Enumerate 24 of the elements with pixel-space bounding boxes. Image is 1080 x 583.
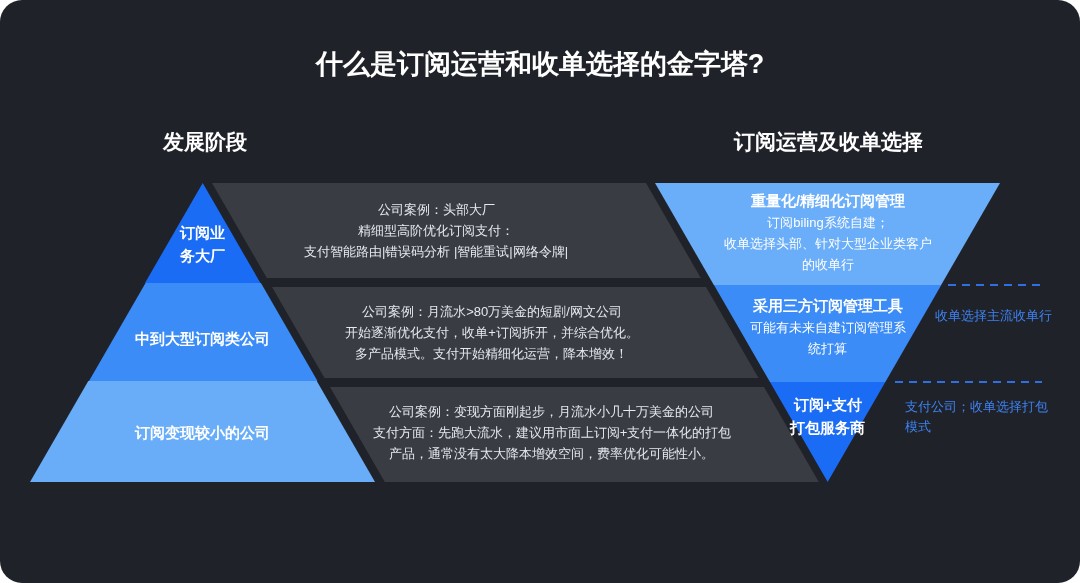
column-heading: 发展阶段: [162, 129, 248, 155]
layer-title: 订阅业务大厂: [179, 223, 227, 266]
title: 什么是订阅运营和收单选择的金字塔?: [314, 48, 766, 81]
layer-title: 重量化/精细化订阅管理: [750, 191, 906, 211]
layer-text: 订阅biling系统自建；: [767, 214, 889, 232]
description-text: 支付智能路由|错误码分析 |智能重试|网络令牌|: [303, 242, 569, 261]
description-text: 多产品模式。支付开始精细化运营，降本增效！: [355, 344, 629, 363]
description-text: 精细型高阶优化订阅支付：: [358, 221, 514, 240]
description-text: 公司案例：月流水>80万美金的短剧/网文公司: [362, 302, 622, 321]
description-text: 公司案例：头部大厂: [377, 200, 495, 219]
layer-text: 收单选择头部、针对大型企业类客户的收单行: [723, 235, 933, 274]
inverted-pyramid-layer: [769, 382, 886, 482]
layer-title: 订阅变现较小的公司: [135, 422, 271, 443]
side-note: 支付公司；收单选择打包模式: [905, 398, 1049, 436]
layer-title: 采用三方订阅管理工具: [753, 295, 903, 316]
description-text: 公司案例：变现方面刚起步，月流水小几十万美金的公司: [389, 402, 715, 421]
side-note: 收单选择主流收单行: [935, 307, 1053, 325]
layer-text: 可能有未来自建订阅管理系统打算: [749, 318, 907, 358]
pyramid-layer: [88, 283, 318, 381]
inverted-pyramid-layer: [655, 183, 1000, 285]
description-text: 支付方面：先跑大流水，建议用市面上订阅+支付一体化的打包产品，通常没有太大降本增效空间，费率优化可能性小。: [371, 423, 733, 463]
column-heading: 订阅运营及收单选择: [732, 129, 924, 155]
layer-title: 中到大型订阅类公司: [135, 328, 271, 349]
description-text: 开始逐渐优化支付，收单+订阅拆开，并综合优化。: [345, 323, 639, 342]
